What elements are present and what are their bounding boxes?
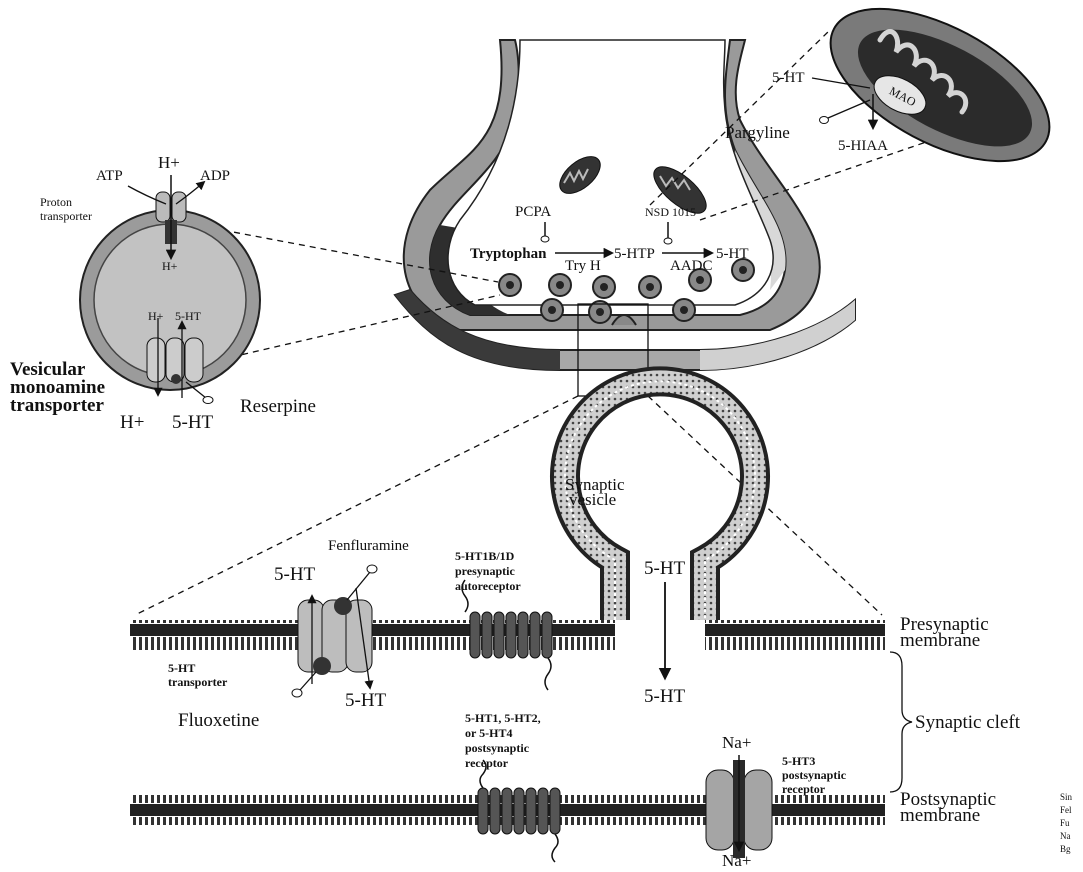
sero-bottom-label: 5-HT (172, 412, 214, 433)
margin-line-1: Sin (1060, 792, 1073, 802)
pargyline-label: Pargyline (725, 123, 790, 142)
vmat-label-3: transporter (10, 395, 104, 416)
synthesis-5ht-label: 5-HT (716, 246, 749, 262)
margin-line-2: Fel (1060, 805, 1072, 815)
sert-bottom-5ht-label: 5-HT (345, 690, 387, 711)
na-top-label: Na+ (722, 733, 751, 752)
tryh-label: Try H (565, 258, 601, 274)
postsynaptic-receptor-label-4: receptor (465, 756, 509, 770)
proton-transporter-label-2: transporter (40, 209, 92, 223)
cropped-margin-text: Sin Fel Fu Na Bg (1060, 792, 1073, 854)
hplus-top-label: H+ (158, 153, 180, 172)
transporter-label-2: transporter (168, 675, 228, 689)
mito-5ht-label: 5-HT (772, 70, 805, 86)
pcpa-label: PCPA (515, 204, 551, 220)
ht3-label-2: postsynaptic (782, 768, 847, 782)
hplus-inner-label: H+ (162, 259, 178, 273)
adp-label: ADP (200, 168, 230, 184)
hiaa-label: 5-HIAA (838, 138, 888, 154)
hplus-bottom-label: H+ (120, 412, 144, 433)
margin-line-5: Bg (1060, 844, 1071, 854)
reserpine-label: Reserpine (240, 396, 316, 417)
released-5ht-label: 5-HT (644, 686, 686, 707)
postsynaptic-gpcr (478, 760, 560, 862)
margin-line-4: Na (1060, 831, 1071, 841)
postsynaptic-receptor-label-2: or 5-HT4 (465, 726, 512, 740)
cleft-brace (890, 652, 912, 792)
atp-label: ATP (96, 168, 123, 184)
fenfluramine-label: Fenfluramine (328, 538, 409, 554)
postsynaptic-label-2: membrane (900, 805, 980, 826)
sero-mini-label: 5-HT (175, 309, 202, 323)
sert-top-5ht-label: 5-HT (274, 564, 316, 585)
htp-label: 5-HTP (614, 246, 655, 262)
margin-line-3: Fu (1060, 818, 1070, 828)
na-bottom-label: Na+ (722, 851, 751, 867)
autoreceptor-label-1: 5-HT1B/1D (455, 549, 515, 563)
postsynaptic-receptor-label-3: postsynaptic (465, 741, 530, 755)
tryptophan-label: Tryptophan (470, 246, 547, 262)
ht3-channel (706, 755, 772, 858)
h-mini-label: H+ (148, 309, 164, 323)
vesicle-5ht-label: 5-HT (644, 558, 686, 579)
autoreceptor-label-3: autoreceptor (455, 579, 521, 593)
proton-transporter-label-1: Proton (40, 195, 72, 209)
autoreceptor-label-2: presynaptic (455, 564, 515, 578)
aadc-label: AADC (670, 258, 713, 274)
ht3-label-3: receptor (782, 782, 826, 796)
synaptic-vesicle-label-2: vesicle (569, 490, 616, 509)
presynaptic-membrane (130, 381, 885, 650)
synaptic-cleft-label: Synaptic cleft (915, 712, 1021, 733)
nsd-label: NSD 1015 (645, 205, 696, 219)
fluoxetine-label: Fluoxetine (178, 710, 259, 731)
postsynaptic-receptor-label-1: 5-HT1, 5-HT2, (465, 711, 541, 725)
ht3-label-1: 5-HT3 (782, 754, 815, 768)
autoreceptor (462, 580, 552, 690)
transporter-label-1: 5-HT (168, 661, 195, 675)
presynaptic-label-2: membrane (900, 630, 980, 651)
